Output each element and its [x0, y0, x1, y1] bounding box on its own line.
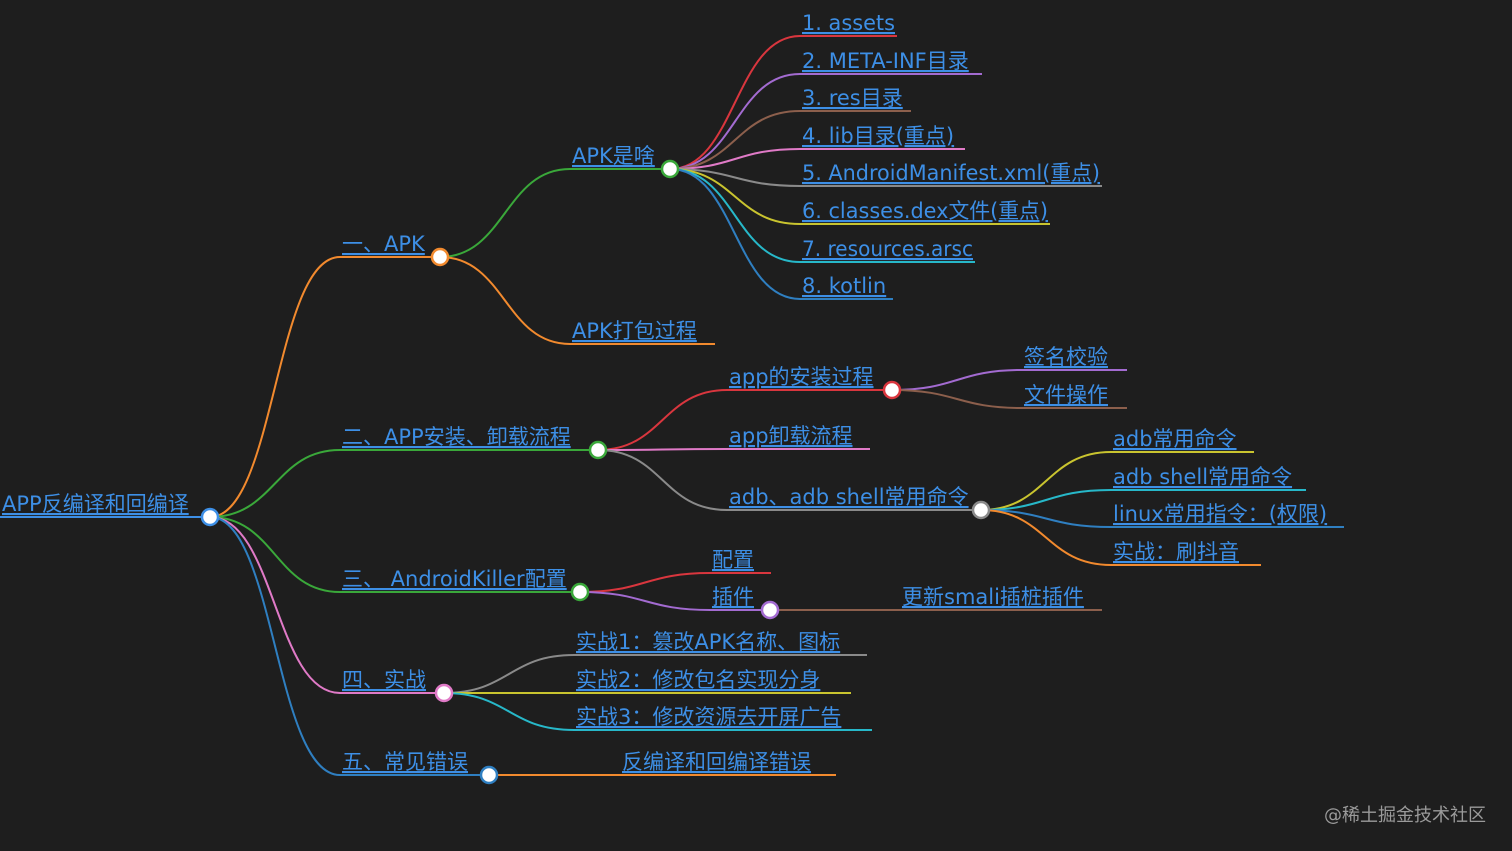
- node-toggle-root[interactable]: [200, 507, 220, 527]
- edge-n2: [209, 449, 341, 518]
- edge-n1a5: [669, 168, 801, 187]
- node-dot-layer: [200, 159, 991, 785]
- node-label-n3b1[interactable]: 更新smali插桩插件: [902, 585, 1084, 609]
- edge-n1a3: [669, 110, 801, 170]
- edge-n4c: [443, 692, 575, 731]
- edge-n2c4: [980, 509, 1112, 566]
- node-label-n2c4[interactable]: 实战：刷抖音: [1113, 540, 1239, 564]
- edge-n2c2: [980, 489, 1112, 511]
- node-label-n2c3[interactable]: linux常用指令：(权限): [1113, 502, 1327, 526]
- edge-n1a4: [669, 148, 801, 170]
- node-toggle-n3[interactable]: [570, 582, 590, 602]
- node-label-n2c2[interactable]: adb shell常用命令: [1113, 465, 1292, 489]
- node-toggle-n1[interactable]: [430, 247, 450, 267]
- node-label-n1a4[interactable]: 4. lib目录(重点): [802, 124, 954, 148]
- edge-n1a7: [669, 168, 801, 263]
- edge-layer: [209, 35, 1112, 777]
- node-label-n2a[interactable]: app的安装过程: [729, 365, 874, 389]
- node-label-n1a3[interactable]: 3. res目录: [802, 86, 903, 110]
- edge-n2c3: [980, 509, 1112, 528]
- node-toggle-n3b[interactable]: [760, 600, 780, 620]
- node-toggle-n2c[interactable]: [971, 500, 991, 520]
- node-label-n3[interactable]: 三、 AndroidKiller配置: [342, 567, 567, 591]
- edge-n1b: [439, 256, 571, 345]
- edge-n3: [209, 516, 341, 593]
- node-label-n2c1[interactable]: adb常用命令: [1113, 427, 1237, 451]
- node-label-n2c[interactable]: adb、adb shell常用命令: [729, 485, 969, 509]
- node-label-n3a[interactable]: 配置: [712, 548, 754, 572]
- node-label-n5[interactable]: 五、常见错误: [342, 750, 468, 774]
- underline-layer: [0, 35, 1344, 776]
- node-label-n2a1[interactable]: 签名校验: [1024, 345, 1108, 369]
- edge-n5: [209, 516, 341, 776]
- edge-n3b: [579, 591, 711, 611]
- node-label-n1a8[interactable]: 8. kotlin: [802, 274, 886, 298]
- node-toggle-n4[interactable]: [434, 683, 454, 703]
- node-label-n1a6[interactable]: 6. classes.dex文件(重点): [802, 199, 1048, 223]
- edge-n1a1: [669, 35, 801, 170]
- node-label-n2b[interactable]: app卸载流程: [729, 424, 853, 448]
- edge-n1a2: [669, 73, 801, 170]
- edge-n1a6: [669, 168, 801, 225]
- node-label-n3b[interactable]: 插件: [712, 585, 754, 609]
- edge-n2b: [597, 448, 728, 451]
- edge-n2a: [597, 389, 728, 451]
- edge-n3a: [579, 572, 711, 593]
- node-label-n1b[interactable]: APK打包过程: [572, 319, 697, 343]
- node-label-n1a5[interactable]: 5. AndroidManifest.xml(重点): [802, 161, 1100, 185]
- node-toggle-n2a[interactable]: [882, 380, 902, 400]
- watermark: @稀土掘金技术社区: [1324, 805, 1486, 826]
- edge-n1: [209, 256, 341, 518]
- edge-n4a: [443, 654, 575, 694]
- edge-n2c: [597, 449, 728, 511]
- node-toggle-n2[interactable]: [588, 440, 608, 460]
- node-label-n2a2[interactable]: 文件操作: [1024, 383, 1108, 407]
- node-label-n4c[interactable]: 实战3：修改资源去开屏广告: [576, 705, 841, 729]
- edge-n2a2: [891, 389, 1023, 409]
- edge-n2c1: [980, 451, 1112, 511]
- node-label-n1[interactable]: 一、APK: [342, 232, 426, 256]
- edge-n1a: [439, 168, 571, 258]
- node-label-n2[interactable]: 二、APP安装、卸载流程: [342, 425, 571, 449]
- edge-n2a1: [891, 369, 1023, 391]
- node-label-n1a[interactable]: APK是啥: [572, 144, 655, 168]
- label-layer: APP反编译和回编译 一、APK APK是啥 1. assets 2. META-INF…: [2, 11, 1327, 774]
- node-label-n1a2[interactable]: 2. META-INF目录: [802, 49, 969, 73]
- node-label-n5a[interactable]: 反编译和回编译错误: [622, 750, 811, 774]
- node-toggle-n1a[interactable]: [660, 159, 680, 179]
- node-label-n4[interactable]: 四、实战: [342, 668, 426, 692]
- node-label-root[interactable]: APP反编译和回编译: [2, 492, 189, 516]
- node-label-n4a[interactable]: 实战1：篡改APK名称、图标: [576, 630, 840, 654]
- node-label-n1a7[interactable]: 7. resources.arsc: [802, 237, 973, 261]
- node-label-n1a1[interactable]: 1. assets: [802, 11, 895, 35]
- edge-n4: [209, 516, 341, 694]
- edge-n1a8: [669, 168, 801, 300]
- node-label-n4b[interactable]: 实战2：修改包名实现分身: [576, 668, 820, 692]
- node-toggle-n5[interactable]: [479, 765, 499, 785]
